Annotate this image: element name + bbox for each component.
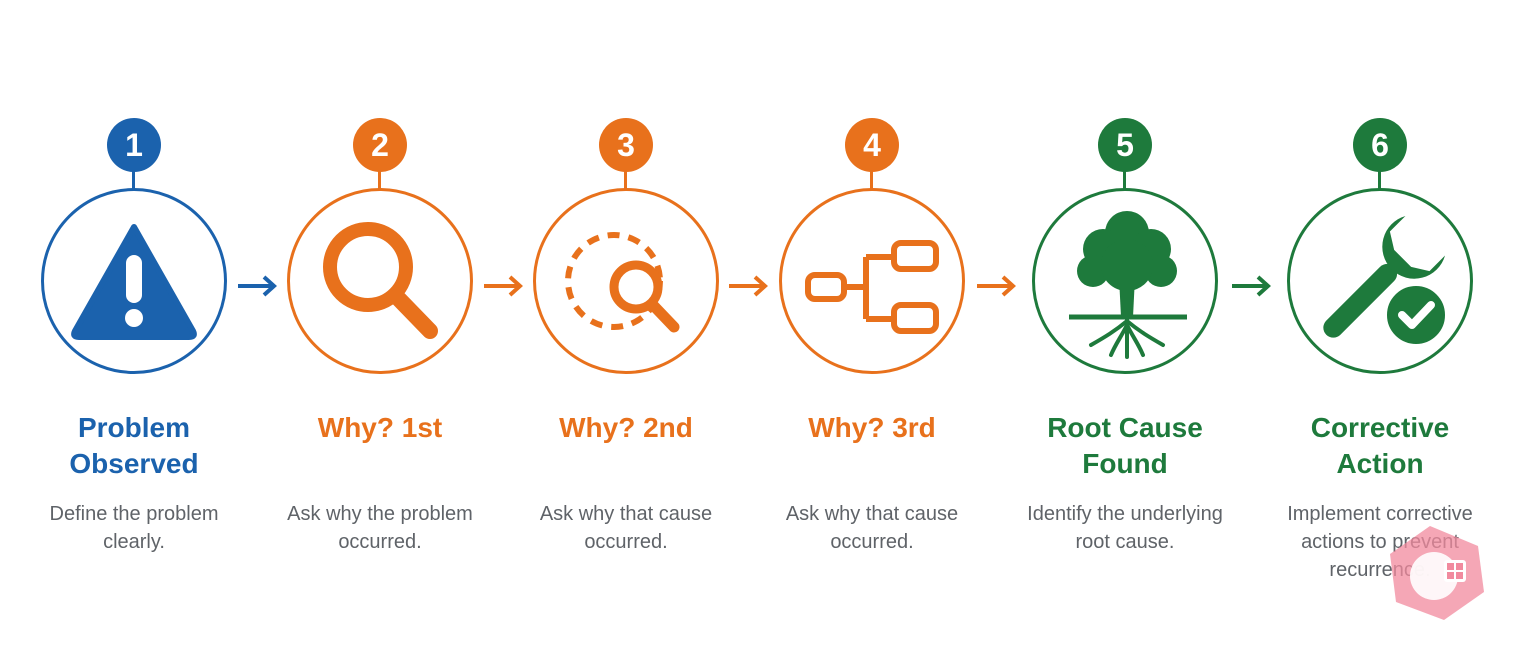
- icon-ring: [41, 188, 227, 374]
- step-number-badge: 6: [1353, 118, 1407, 172]
- arrow-right-icon: [238, 275, 277, 297]
- tree-roots-icon: [1069, 211, 1187, 359]
- magnifier-icon: [323, 222, 438, 339]
- magnifier-dashed-icon: [565, 232, 680, 333]
- arrow-right-icon: [1232, 275, 1271, 297]
- step-title: Why? 3rd: [808, 412, 936, 443]
- step-number: 3: [617, 127, 635, 163]
- watermark-logo-icon: [1390, 526, 1484, 620]
- badge-stem: [378, 170, 381, 190]
- warning-triangle-icon: [71, 224, 197, 340]
- step-number: 4: [863, 127, 881, 163]
- step-number-badge: 1: [107, 118, 161, 172]
- step-number-badge: 4: [845, 118, 899, 172]
- step-5: 5: [1002, 0, 1248, 672]
- arrow-1-2: [236, 274, 280, 298]
- arrow-2-3: [482, 274, 526, 298]
- step-title: Why? 1st: [317, 412, 443, 443]
- arrow-right-icon: [484, 275, 523, 297]
- branching-diagram-icon: [805, 240, 939, 334]
- arrow-4-5: [975, 274, 1019, 298]
- step-number-badge: 2: [353, 118, 407, 172]
- wrench-check-icon: [1323, 215, 1451, 350]
- icon-ring: [779, 188, 965, 374]
- icon-ring: [287, 188, 473, 374]
- badge-stem: [132, 170, 135, 190]
- badge-stem: [870, 170, 873, 190]
- icon-ring: [1287, 188, 1473, 374]
- icon-ring: [533, 188, 719, 374]
- arrow-5-6: [1230, 274, 1274, 298]
- step-number-badge: 5: [1098, 118, 1152, 172]
- step-number: 5: [1116, 127, 1134, 163]
- badge-stem: [1123, 170, 1126, 190]
- arrow-right-icon: [729, 275, 768, 297]
- arrow-right-icon: [977, 275, 1016, 297]
- step-number: 6: [1371, 127, 1389, 163]
- badge-stem: [1378, 170, 1381, 190]
- step-number: 2: [371, 127, 389, 163]
- arrow-3-4: [727, 274, 771, 298]
- step-title: Why? 2nd: [559, 412, 693, 443]
- badge-stem: [624, 170, 627, 190]
- icon-ring: [1032, 188, 1218, 374]
- step-number: 1: [125, 127, 143, 163]
- step-number-badge: 3: [599, 118, 653, 172]
